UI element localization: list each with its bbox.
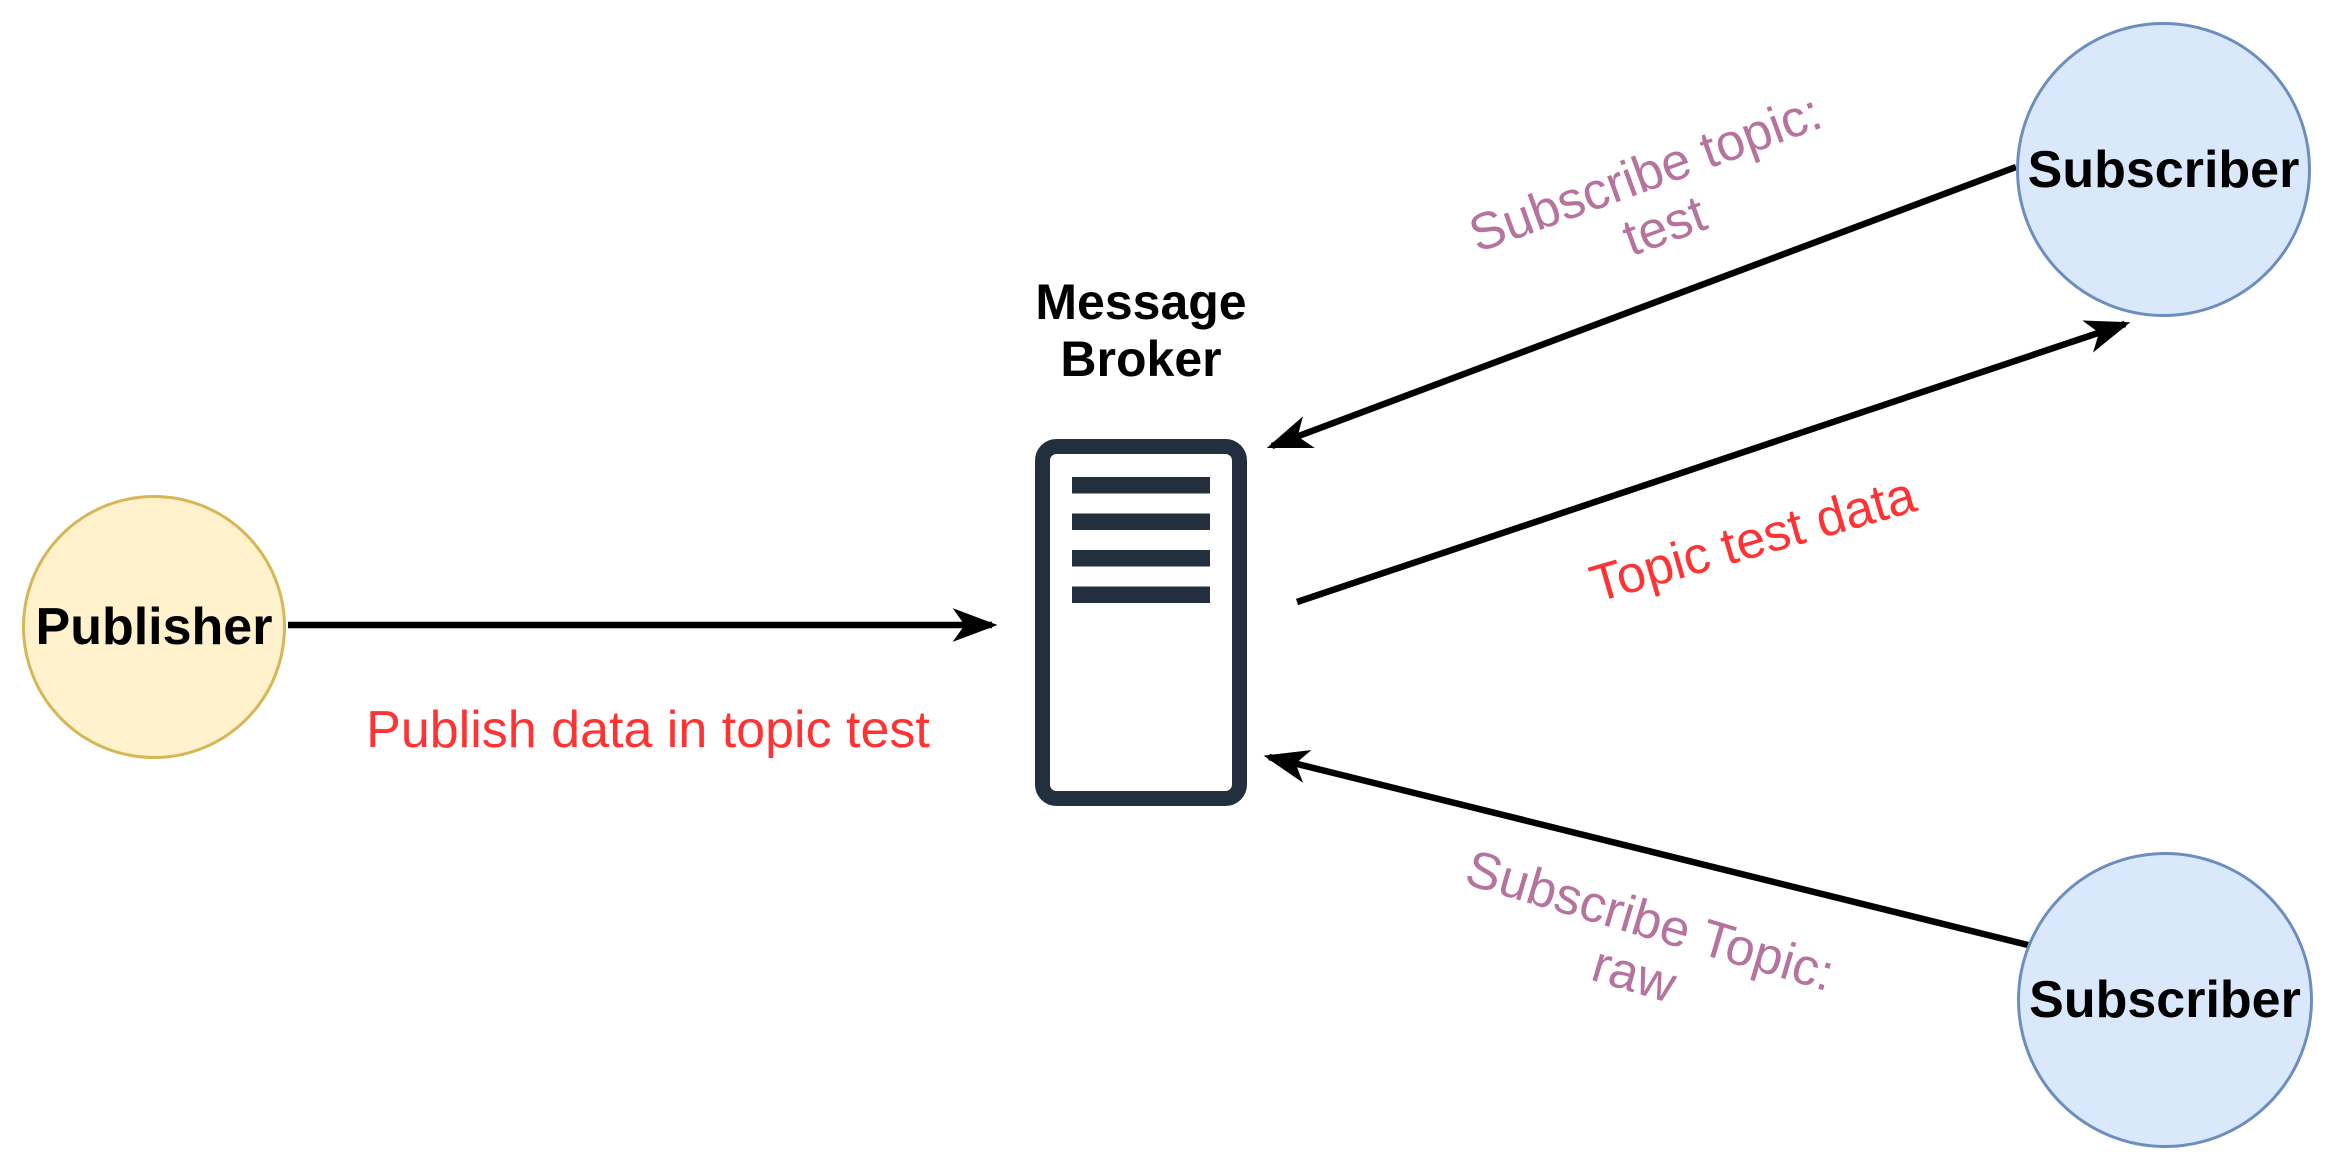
server-icon xyxy=(1035,439,1247,806)
edge-topic-data-arrow xyxy=(1295,320,2131,606)
edge-label-publish: Publish data in topic test xyxy=(366,701,930,759)
node-subscriber-top: Subscriber xyxy=(2016,22,2311,317)
message-broker-label: Message Broker xyxy=(1035,274,1247,387)
subscriber-bottom-label: Subscriber xyxy=(2029,971,2301,1029)
node-subscriber-bottom: Subscriber xyxy=(2017,852,2313,1148)
edge-subscribe-test-arrow xyxy=(1266,163,2018,450)
publisher-label: Publisher xyxy=(35,598,273,656)
edge-subscribe-raw-arrow xyxy=(1263,750,2029,949)
subscriber-top-label: Subscriber xyxy=(2027,140,2300,199)
node-publisher: Publisher xyxy=(22,495,286,759)
